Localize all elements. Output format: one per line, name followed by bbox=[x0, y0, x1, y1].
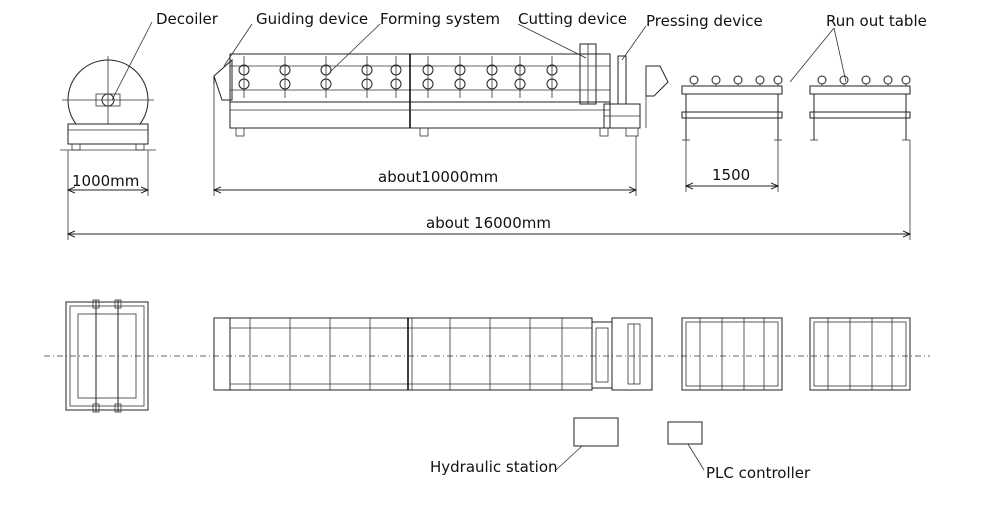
dim-table-length: 1500 bbox=[712, 166, 750, 184]
label-plc-controller: PLC controller bbox=[706, 464, 811, 482]
label-pressing-device: Pressing device bbox=[646, 12, 763, 30]
run-out-table-2-elevation bbox=[809, 75, 911, 141]
label-guiding-device: Guiding device bbox=[256, 10, 368, 28]
label-decoiler: Decoiler bbox=[156, 10, 219, 28]
label-hydraulic-station: Hydraulic station bbox=[430, 458, 558, 476]
dimension-lines bbox=[68, 84, 910, 240]
dim-total-length: about 16000mm bbox=[426, 214, 551, 232]
cutting-device-elevation bbox=[579, 43, 641, 129]
guiding-device-elevation bbox=[213, 58, 233, 101]
dim-machine-length: about10000mm bbox=[378, 168, 498, 186]
decoiler-plan bbox=[65, 299, 149, 413]
forming-stations bbox=[238, 56, 558, 98]
plc-controller-box bbox=[667, 421, 703, 445]
dim-decoiler-width: 1000mm bbox=[72, 172, 139, 190]
label-run-out-table: Run out table bbox=[826, 12, 927, 30]
label-leaders bbox=[111, 21, 847, 471]
pressing-device-elevation bbox=[617, 55, 669, 137]
run-out-table-1-plan bbox=[681, 317, 783, 391]
forming-machine-plan bbox=[213, 317, 653, 391]
hydraulic-station-box bbox=[573, 417, 619, 447]
label-cutting-device: Cutting device bbox=[518, 10, 627, 28]
label-forming-system: Forming system bbox=[380, 10, 500, 28]
forming-machine-elevation bbox=[229, 53, 611, 137]
run-out-table-2-plan bbox=[809, 317, 911, 391]
run-out-table-1-elevation bbox=[681, 75, 783, 141]
decoiler-elevation bbox=[60, 56, 156, 151]
